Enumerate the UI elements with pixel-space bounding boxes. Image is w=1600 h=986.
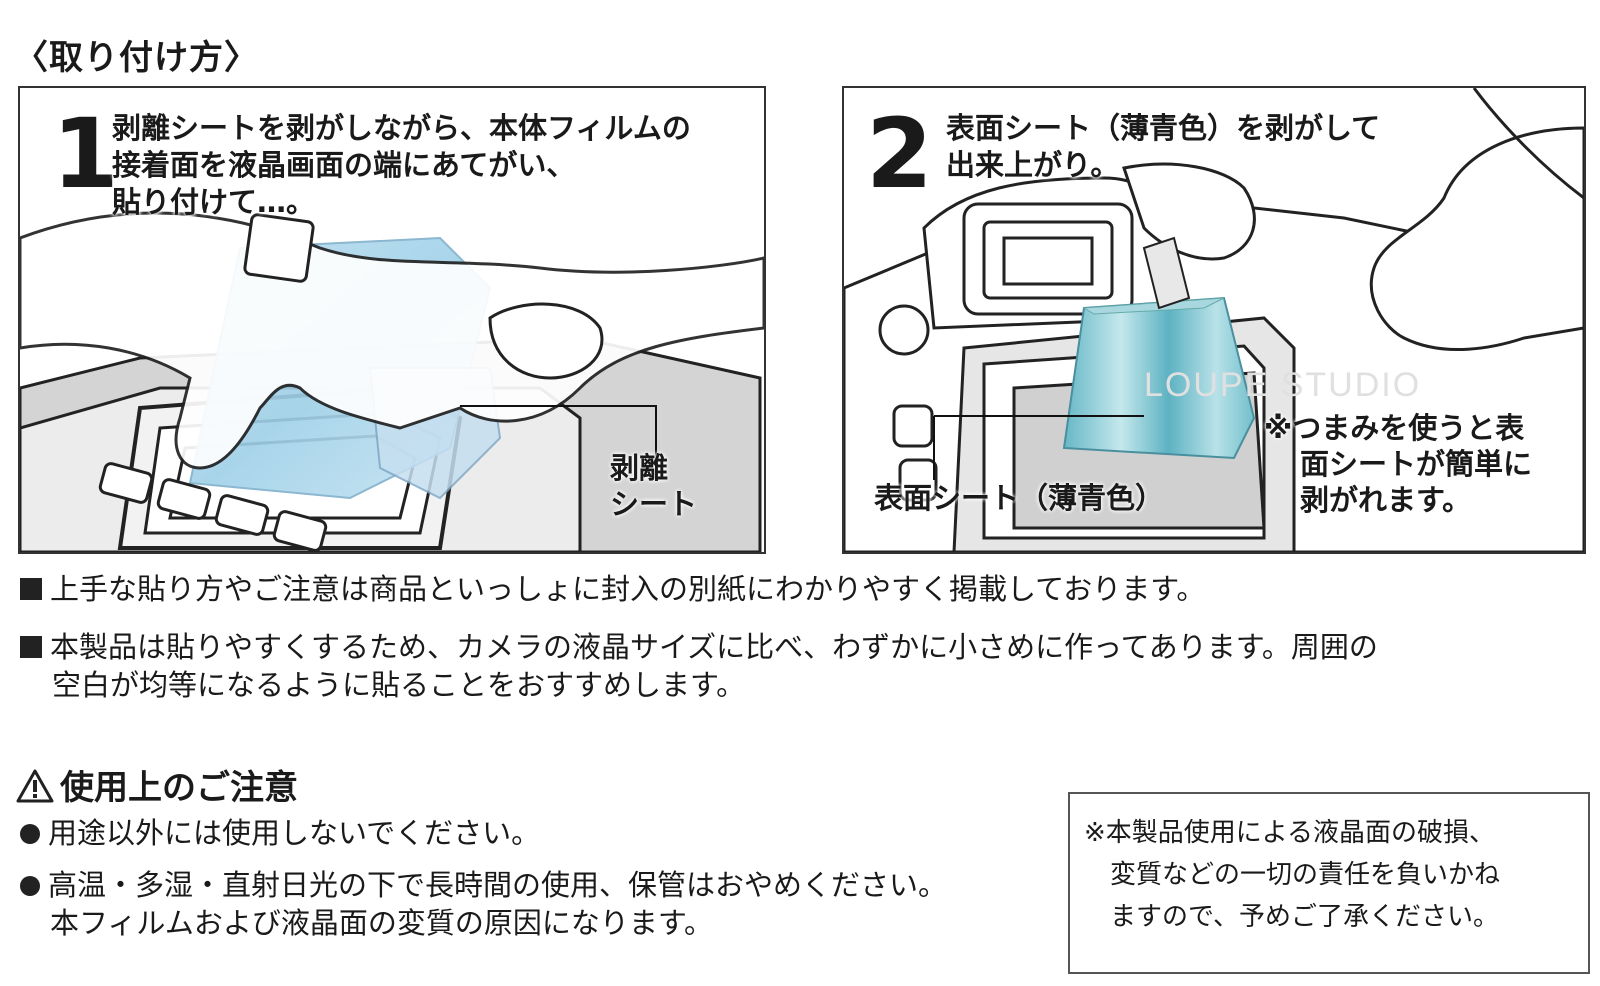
note-2-line: 本製品は貼りやすくするため、カメラの液晶サイズに比べ、わずかに小さめに作ってあり… [50, 630, 1378, 664]
disclaimer-box: ※本製品使用による液晶面の破損、 変質などの一切の責任を負いかね ますので、予め… [1068, 792, 1590, 974]
caution-heading: 使用上のご注意 [16, 760, 298, 809]
tab-tip-line: ※つまみを使うと表 [1264, 411, 1525, 445]
step1-number: 1 [52, 98, 119, 210]
watermark: LOUPE STUDIO [1144, 366, 1422, 404]
note-1-text: 上手な貼り方やご注意は商品といっしょに封入の別紙にわかりやすく掲載しております。 [50, 572, 1206, 606]
warning-triangle-icon [16, 769, 54, 803]
round-bullet-icon [20, 824, 40, 844]
caution-item-2-line: 本フィルムおよび液晶面の変質の原因になります。 [50, 906, 713, 940]
step2-number: 2 [866, 98, 933, 210]
tab-tip-line: 面シートが簡単に [1300, 447, 1533, 481]
note-2: 本製品は貼りやすくするため、カメラの液晶サイズに比べ、わずかに小さめに作ってあり… [20, 628, 1378, 704]
step1-line: 剥離シートを剥がしながら、本体フィルムの [112, 111, 691, 145]
note-2-line: 空白が均等になるように貼ることをおすすめします。 [52, 668, 746, 702]
tab-tip: ※つまみを使うと表 面シートが簡単に 剥がれます。 [1264, 410, 1532, 518]
caution-item-1-text: 用途以外には使用しないでください。 [48, 816, 541, 850]
note-1: 上手な貼り方やご注意は商品といっしょに封入の別紙にわかりやすく掲載しております。 [20, 570, 1205, 608]
caution-item-1: 用途以外には使用しないでください。 [20, 814, 540, 852]
step1-illustration [20, 211, 764, 552]
release-sheet-label-line: 剥離 [610, 451, 669, 485]
step1-panel: 1 剥離シートを剥がしながら、本体フィルムの 接着面を液晶画面の端にあてがい、 … [18, 86, 766, 554]
step2-panel: LOUPE STUDIO 2 表面シート（薄青色）を剥がして 出来上がり。 表面… [842, 86, 1586, 554]
caution-item-2: 高温・多湿・直射日光の下で長時間の使用、保管はおやめください。 本フィルムおよび… [20, 866, 947, 942]
release-sheet-label: 剥離 シート [610, 450, 697, 522]
disclaimer-line: ※本製品使用による液晶面の破損、 [1084, 818, 1496, 848]
surface-sheet-label: 表面シート（薄青色） [874, 481, 1165, 515]
step2-line: 表面シート（薄青色）を剥がして [946, 111, 1381, 145]
step1-line: 接着面を液晶画面の端にあてがい、 [112, 148, 576, 182]
disclaimer-line: ますので、予めご了承ください。 [1084, 902, 1499, 932]
square-bullet-icon [20, 578, 42, 600]
step1-instruction: 剥離シートを剥がしながら、本体フィルムの 接着面を液晶画面の端にあてがい、 貼り… [112, 110, 691, 221]
release-sheet-label-line: シート [610, 487, 698, 521]
step2-line: 出来上がり。 [946, 148, 1120, 182]
step2-illustration [844, 88, 1584, 552]
page-title: 〈取り付け方〉 [14, 38, 259, 78]
step1-line: 貼り付けて…。 [112, 185, 316, 219]
caution-title: 使用上のご注意 [60, 768, 298, 808]
tab-tip-line: 剥がれます。 [1300, 483, 1472, 517]
disclaimer-line: 変質などの一切の責任を負いかね [1084, 860, 1501, 890]
square-bullet-icon [20, 636, 42, 658]
round-bullet-icon [20, 876, 40, 896]
step2-instruction: 表面シート（薄青色）を剥がして 出来上がり。 [946, 110, 1380, 184]
caution-item-2-line: 高温・多湿・直射日光の下で長時間の使用、保管はおやめください。 [48, 868, 948, 902]
